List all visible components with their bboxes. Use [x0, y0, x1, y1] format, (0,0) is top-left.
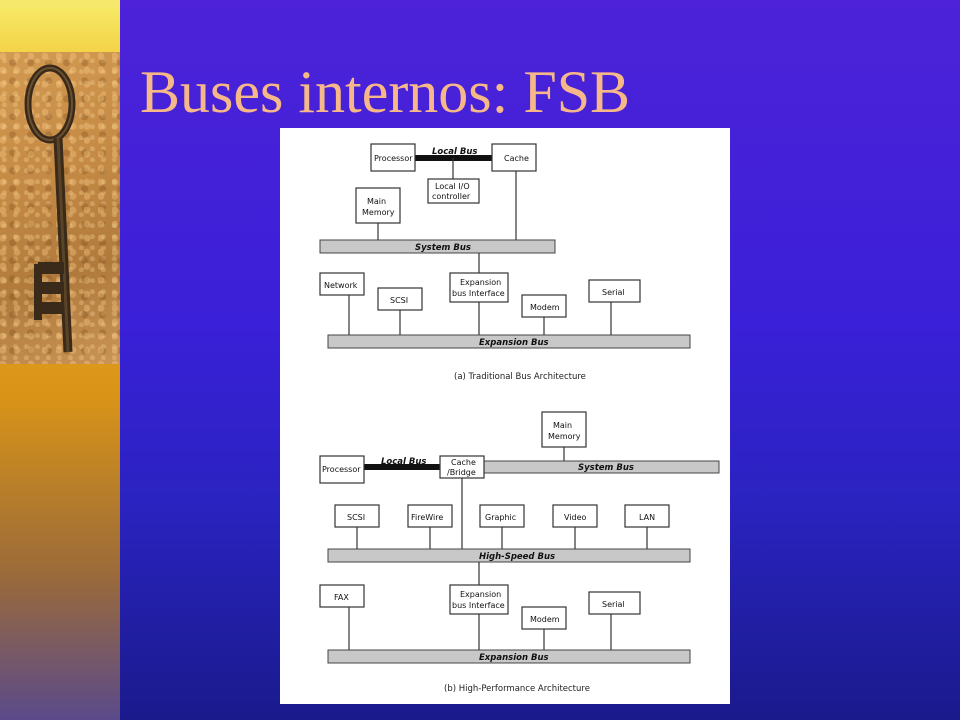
a-processor-box: Processor	[370, 143, 416, 172]
b-caption: (b) High-Performance Architecture	[444, 684, 590, 694]
b-local-bus-label: Local Bus	[381, 457, 427, 467]
diagram-a: Local Bus Processor Cache Local I/O cont…	[319, 143, 691, 382]
b-scsi-box: SCSI	[334, 504, 380, 528]
a-main-memory-label-1: Main	[367, 197, 386, 206]
b-processor-label: Processor	[322, 465, 361, 474]
bus-diagram-svg: Local Bus Processor Cache Local I/O cont…	[319, 143, 720, 694]
a-expansion-label-2: bus Interface	[452, 289, 505, 298]
a-serial-label: Serial	[602, 288, 625, 297]
b-serial-label: Serial	[602, 600, 625, 609]
a-caption: (a) Traditional Bus Architecture	[454, 372, 586, 382]
a-expansion-label-1: Expansion	[460, 278, 501, 287]
b-high-speed-bus: High-Speed Bus	[327, 548, 691, 563]
a-cache-box: Cache	[491, 143, 537, 172]
b-expansion-bus-label: Expansion Bus	[479, 653, 549, 663]
b-serial-box: Serial	[588, 591, 641, 615]
top-accent-bar	[0, 0, 960, 8]
b-cache-bridge-label-2: /Bridge	[447, 468, 476, 477]
b-video-label: Video	[564, 513, 587, 522]
a-processor-label: Processor	[374, 154, 413, 163]
a-local-io-label-1: Local I/O	[435, 182, 470, 191]
b-fax-label: FAX	[334, 593, 349, 602]
b-graphic-box: Graphic	[479, 504, 525, 528]
a-local-bus-label: Local Bus	[432, 147, 478, 157]
b-high-speed-bus-label: High-Speed Bus	[479, 552, 555, 562]
b-video-box: Video	[552, 504, 598, 528]
a-main-memory-box: Main Memory	[355, 187, 401, 224]
a-system-bus-label: System Bus	[415, 243, 471, 253]
b-graphic-label: Graphic	[485, 513, 516, 522]
a-expansion-interface-box: Expansion bus Interface	[449, 272, 509, 303]
b-main-memory-label-2: Memory	[548, 432, 581, 441]
b-lan-label: LAN	[639, 513, 655, 522]
a-serial-box: Serial	[588, 279, 641, 303]
b-expansion-bus: Expansion Bus	[327, 649, 691, 664]
a-cache-label: Cache	[504, 154, 529, 163]
b-cache-bridge-box: Cache /Bridge	[439, 455, 485, 479]
b-expansion-interface-box: Expansion bus Interface	[449, 584, 509, 615]
b-system-bus-label: System Bus	[578, 463, 634, 473]
a-expansion-bus: Expansion Bus	[327, 334, 691, 349]
b-expansion-label-2: bus Interface	[452, 601, 505, 610]
b-scsi-label: SCSI	[347, 513, 365, 522]
a-modem-label: Modem	[530, 303, 560, 312]
a-main-memory-label-2: Memory	[362, 208, 395, 217]
a-network-label: Network	[324, 281, 358, 290]
b-firewire-label: FireWire	[411, 513, 443, 522]
antique-key-image	[0, 52, 120, 364]
b-main-memory-label-1: Main	[553, 421, 572, 430]
slide-title: Buses internos: FSB	[140, 59, 631, 125]
key-icon	[24, 64, 76, 353]
a-scsi-box: SCSI	[377, 287, 423, 311]
b-fax-box: FAX	[319, 584, 365, 608]
b-processor-box: Processor	[319, 455, 365, 484]
a-modem-box: Modem	[521, 294, 567, 318]
b-firewire-box: FireWire	[407, 504, 453, 528]
b-modem-label: Modem	[530, 615, 560, 624]
a-local-io-label-2: controller	[432, 192, 471, 201]
b-lan-box: LAN	[624, 504, 670, 528]
diagram-b: Main Memory Local Bus Processor System B…	[319, 411, 720, 694]
b-expansion-label-1: Expansion	[460, 590, 501, 599]
a-local-io-box: Local I/O controller	[427, 178, 480, 204]
a-network-box: Network	[319, 272, 365, 296]
b-cache-bridge-label-1: Cache	[451, 458, 476, 467]
b-system-bus: System Bus	[483, 460, 720, 474]
a-expansion-bus-label: Expansion Bus	[479, 338, 549, 348]
b-modem-box: Modem	[521, 606, 567, 630]
a-scsi-label: SCSI	[390, 296, 408, 305]
a-system-bus: System Bus	[319, 239, 556, 254]
b-main-memory-box: Main Memory	[541, 411, 587, 448]
bus-architecture-diagram: Local Bus Processor Cache Local I/O cont…	[280, 128, 730, 704]
